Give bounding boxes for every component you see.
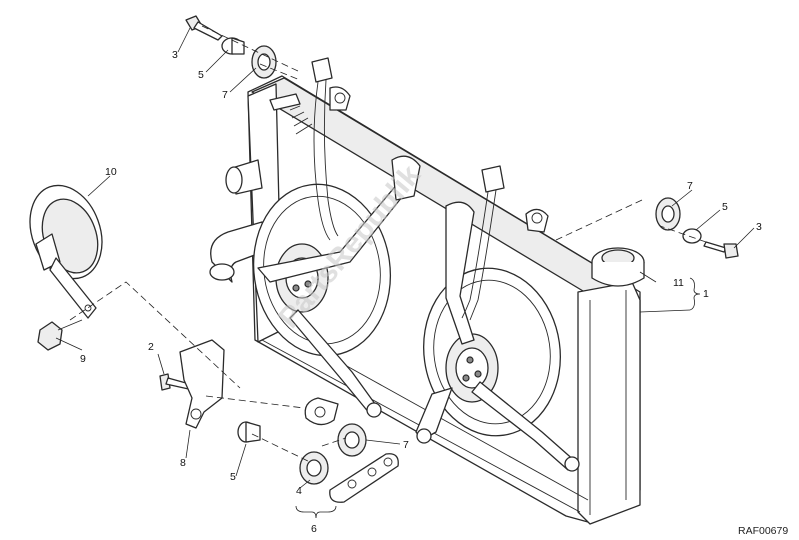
connector-right	[481, 165, 505, 193]
radiator-cap	[591, 247, 645, 287]
callout-1: 1	[703, 288, 709, 300]
radiator-inlet-pipe	[209, 221, 269, 283]
horn-bracket	[49, 257, 97, 319]
horn	[29, 184, 103, 319]
callout-3-right: 3	[756, 221, 762, 233]
reference-code: RAF00679	[738, 525, 788, 537]
callout-8: 8	[180, 457, 186, 469]
grommet-4	[299, 451, 329, 485]
callout-5-top: 5	[198, 69, 204, 81]
radiator-upper-pipe	[225, 159, 263, 195]
grommet-right	[655, 197, 681, 231]
callout-10: 10	[105, 166, 117, 178]
fan-left	[252, 155, 421, 418]
plate-6	[329, 453, 399, 503]
dashed-lines	[69, 25, 707, 463]
bolt-right	[703, 241, 739, 259]
callout-6: 6	[311, 523, 317, 535]
callout-2: 2	[148, 341, 154, 353]
callout-7-top: 7	[222, 89, 228, 101]
fan-right	[415, 201, 580, 472]
callout-9: 9	[80, 353, 86, 365]
spacer-bottom	[237, 421, 261, 443]
bolt-top	[185, 15, 223, 41]
leader-lines	[55, 27, 755, 519]
spacer-right	[682, 228, 702, 244]
callout-5-bottom: 5	[230, 471, 236, 483]
fan-wiring	[269, 57, 505, 321]
radiator-mount-tab-right	[525, 208, 549, 233]
radiator-mount-tab-top	[329, 86, 351, 111]
bracket-8	[179, 339, 225, 429]
bolt-left	[37, 319, 83, 351]
callout-labels: 3 5 7 10 7 5 3 11 1 9 2 8 5 7 4 6	[80, 49, 762, 535]
callout-4: 4	[296, 485, 302, 497]
callout-5-right: 5	[722, 201, 728, 213]
callout-7-right: 7	[687, 180, 693, 192]
callout-3-top: 3	[172, 49, 178, 61]
callout-7-bottom: 7	[403, 439, 409, 451]
radiator-mount-tab-bottom	[304, 397, 339, 426]
grommet-top	[251, 45, 277, 79]
connector-left	[311, 57, 333, 83]
grommet-bottom	[337, 423, 367, 457]
callout-11: 11	[673, 277, 684, 289]
